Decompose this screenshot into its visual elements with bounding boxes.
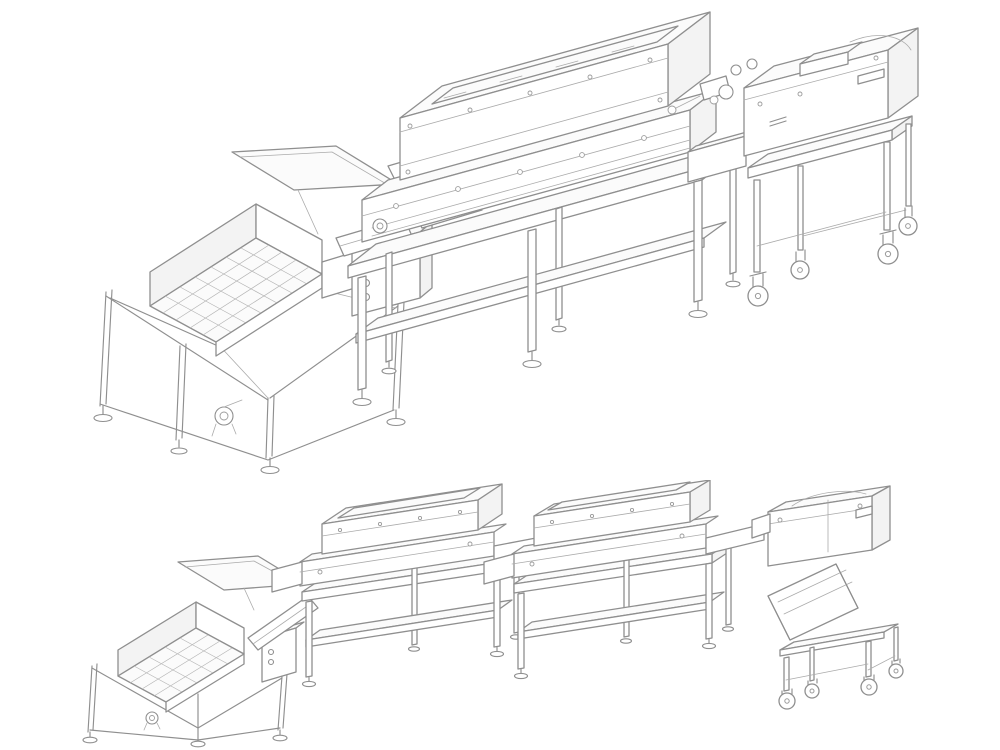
- outfeed-body: [667, 27, 919, 157]
- bottom-discharge-unit: [751, 485, 904, 710]
- machine-cover: [399, 11, 711, 181]
- machine-cover: [533, 480, 711, 547]
- machine-lower-shelf: [517, 591, 725, 640]
- machine-front-legs: [301, 570, 505, 688]
- hopper-frame: [82, 663, 288, 748]
- machine-line-bottom-figure: [82, 480, 904, 748]
- outfeed-connector-chute: [687, 129, 755, 183]
- outfeed-frame: [747, 115, 918, 307]
- hopper-valve: [143, 711, 161, 731]
- hopper-feet: [93, 405, 406, 475]
- top-infeed-hopper: [93, 145, 433, 475]
- bottom-connecting-conveyor: [247, 595, 319, 651]
- hopper-lid-panel: [231, 145, 399, 235]
- machine-line-top-figure: [93, 11, 919, 475]
- machine-lower-shelf: [305, 599, 513, 648]
- hopper-screen-deck: [117, 627, 245, 713]
- bottom-infeed-hopper: [82, 555, 305, 748]
- caster-wheels: [778, 658, 904, 710]
- hopper-frame: [93, 289, 406, 475]
- hopper-valve: [211, 399, 243, 437]
- discharge-chute: [767, 563, 859, 641]
- machine-cover: [321, 483, 503, 555]
- discharge-body: [751, 485, 891, 567]
- cart-frame: [778, 623, 904, 710]
- hopper-feet: [82, 729, 288, 748]
- machine-front-legs: [352, 179, 708, 407]
- machine-front-legs: [513, 562, 717, 680]
- top-outfeed-unit: [667, 27, 919, 307]
- connector-chute-2-3: [705, 523, 765, 555]
- top-inspection-machine: [347, 11, 741, 407]
- outfeed-top-hopper: [799, 41, 863, 77]
- machine-body: [361, 89, 717, 243]
- bottom-inspection-machine-2: [483, 480, 765, 680]
- bottom-inspection-machine-1: [271, 483, 537, 688]
- caster-wheels: [747, 205, 918, 307]
- outfeed-pulley-cluster: [667, 58, 758, 115]
